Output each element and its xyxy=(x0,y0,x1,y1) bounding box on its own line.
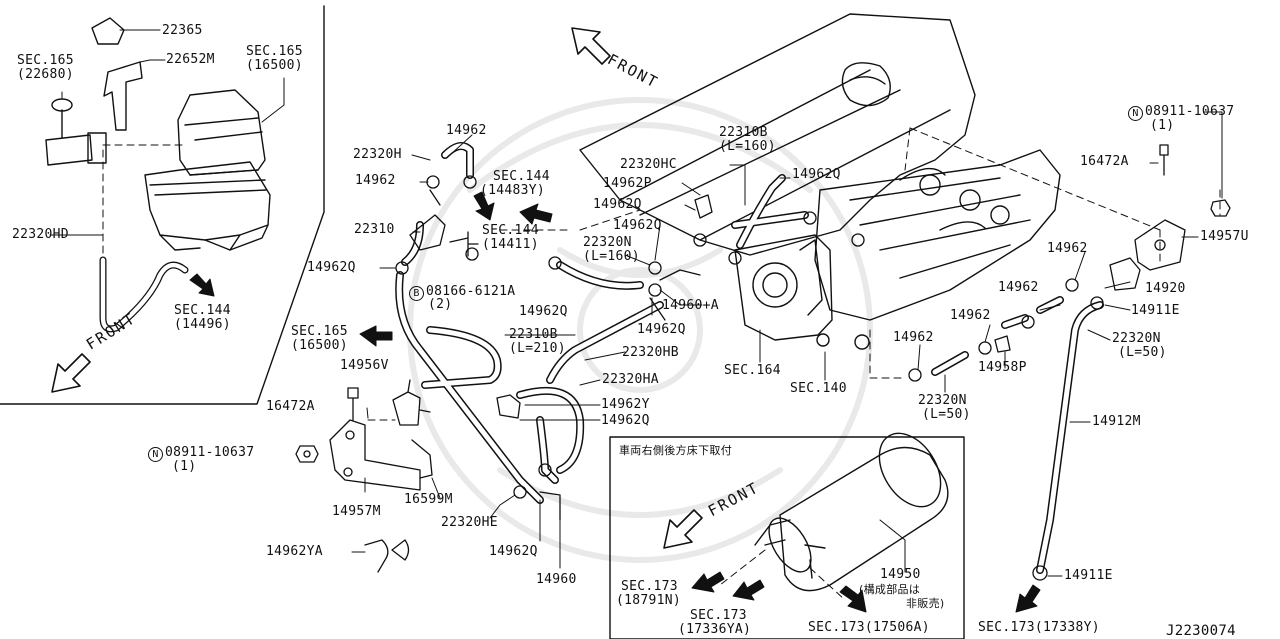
part-22310B-a-length: (L=160) xyxy=(719,139,776,154)
part-22365: 22365 xyxy=(162,23,203,38)
part-14950-note-1: (構成部品は xyxy=(859,583,921,596)
nut-symbol-right: N xyxy=(1128,106,1143,121)
part-22310B-a: 22310B xyxy=(719,125,768,140)
ref-sec144-14483Y-code: (14483Y) xyxy=(480,183,546,198)
part-22320HD: 22320HD xyxy=(12,227,69,242)
bolt-symbol: B xyxy=(409,286,424,301)
part-22320HA: 22320HA xyxy=(602,372,659,387)
ref-sec144-14483Y: SEC.144 xyxy=(493,169,550,184)
part-14912M: 14912M xyxy=(1092,414,1141,429)
part-22320HE: 22320HE xyxy=(441,515,498,530)
part-14962Q-a: 14962Q xyxy=(307,260,356,275)
ref-sec165-16500: SEC.165 xyxy=(246,44,303,59)
part-14962Q-f: 14962Q xyxy=(637,322,686,337)
part-14962Q-b: 14962Q xyxy=(593,197,642,212)
part-14962Q-e: 14962Q xyxy=(519,304,568,319)
leader-lines xyxy=(49,29,1223,577)
part-22320HC: 22320HC xyxy=(620,157,677,172)
part-22320N-c: 22320N xyxy=(918,393,967,408)
part-14962-e: 14962 xyxy=(893,330,934,345)
diagram-id: J2230074 xyxy=(1166,623,1236,639)
engine-block xyxy=(579,13,1061,350)
part-14958P: 14958P xyxy=(978,360,1027,375)
part-14960A: 14960+A xyxy=(662,298,719,313)
part-22310: 22310 xyxy=(354,222,395,237)
bolt-08166-qty: (2) xyxy=(428,297,453,312)
part-14911E-b: 14911E xyxy=(1064,568,1113,583)
nut-symbol-left: N xyxy=(148,447,163,462)
inset-frame-left xyxy=(0,5,325,405)
part-14920: 14920 xyxy=(1145,281,1186,296)
ref-sec173-17338Y: SEC.173(17338Y) xyxy=(978,620,1100,635)
part-14962-c: 14962 xyxy=(998,280,1039,295)
ref-sec165-16500-code: (16500) xyxy=(246,58,303,73)
ref-sec144-14411: SEC.144 xyxy=(482,223,539,238)
part-14962Q-c: 14962Q xyxy=(613,218,662,233)
part-22320N-c-length: (L=50) xyxy=(922,407,971,422)
part-14960: 14960 xyxy=(536,572,577,587)
part-22320N-b-length: (L=50) xyxy=(1118,345,1167,360)
solid-arrows xyxy=(189,191,1041,613)
ref-sec173-17506A: SEC.173(17506A) xyxy=(808,620,930,635)
part-16472A-left: 16472A xyxy=(266,399,315,414)
part-14962-d: 14962 xyxy=(950,308,991,323)
part-22320HB: 22320HB xyxy=(622,345,679,360)
part-16599M: 16599M xyxy=(404,492,453,507)
ref-sec173-17336YA: SEC.173 xyxy=(690,608,747,623)
ref-sec140: SEC.140 xyxy=(790,381,847,396)
clamps xyxy=(295,144,1231,581)
part-14957M: 14957M xyxy=(332,504,381,519)
ref-sec173-18791N-code: (18791N) xyxy=(616,593,682,608)
part-14962Q-g: 14962Q xyxy=(601,413,650,428)
part-14962-b: 14962 xyxy=(1047,241,1088,256)
ref-sec144-14496: SEC.144 xyxy=(174,303,231,318)
ref-sec165-22680: SEC.165 xyxy=(17,53,74,68)
part-14962Y: 14962Y xyxy=(601,397,650,412)
part-16472A-right: 16472A xyxy=(1080,154,1129,169)
part-22320H: 22320H xyxy=(353,147,402,162)
part-14957U: 14957U xyxy=(1200,229,1249,244)
ref-sec144-14496-code: (14496) xyxy=(174,317,231,332)
part-14962P: 14962P xyxy=(603,176,652,191)
inset-title: 車両右側後方床下取付 xyxy=(619,444,732,457)
guide-lines xyxy=(102,127,1221,601)
part-14956V: 14956V xyxy=(340,358,389,373)
part-14962-a: 14962 xyxy=(355,173,396,188)
air-cleaner xyxy=(45,17,271,251)
nut-08911-left-qty: (1) xyxy=(172,459,197,474)
nut-08911-right-qty: (1) xyxy=(1150,118,1175,133)
part-14911E-a: 14911E xyxy=(1131,303,1180,318)
part-14962Q-h: 14962Q xyxy=(489,544,538,559)
inset-frame-canister xyxy=(609,436,965,639)
ref-sec164: SEC.164 xyxy=(724,363,781,378)
part-22320N-b: 22320N xyxy=(1112,331,1161,346)
part-22310B-b-length: (L=210) xyxy=(509,341,566,356)
part-22310B-b: 22310B xyxy=(509,327,558,342)
part-14962Q-d: 14962Q xyxy=(792,167,841,182)
front-arrows xyxy=(51,27,703,549)
ref-sec165-16500-b: SEC.165 xyxy=(291,324,348,339)
ref-sec165-22680-code: (22680) xyxy=(17,67,74,82)
ref-sec165-16500-b-code: (16500) xyxy=(291,338,348,353)
ref-sec144-14411-code: (14411) xyxy=(482,237,539,252)
ref-sec173-18791N: SEC.173 xyxy=(621,579,678,594)
part-14962-top: 14962 xyxy=(446,123,487,138)
part-14950-note-2: 非販売) xyxy=(906,597,945,610)
part-22320N-a: 22320N xyxy=(583,235,632,250)
ref-sec173-17336YA-code: (17336YA) xyxy=(678,622,752,637)
canister xyxy=(754,432,949,592)
hoses xyxy=(395,142,1104,574)
part-22320N-a-length: (L=160) xyxy=(583,249,640,264)
part-22652M: 22652M xyxy=(166,52,215,67)
part-14950: 14950 xyxy=(880,567,921,582)
part-14962YA: 14962YA xyxy=(266,544,323,559)
